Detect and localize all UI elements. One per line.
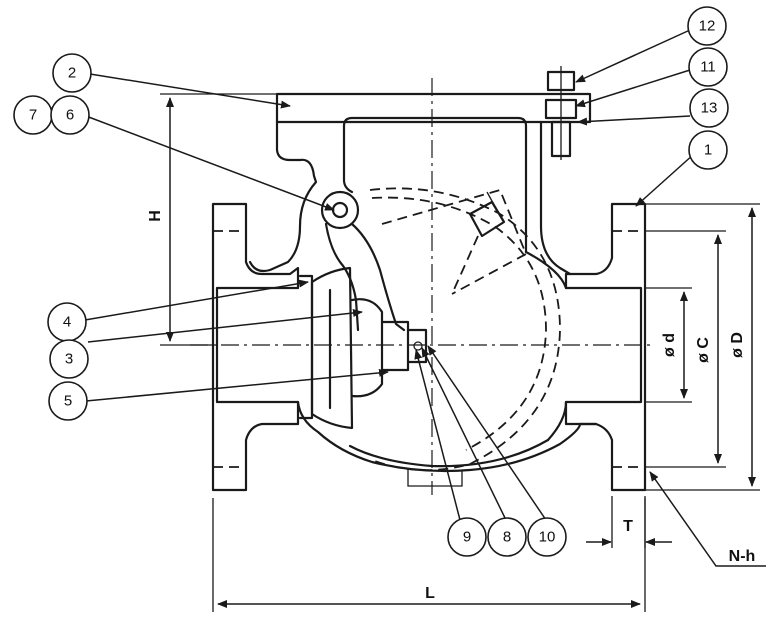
- disc-assembly: [298, 266, 428, 430]
- disc-hub: [350, 298, 384, 398]
- svg-text:5: 5: [64, 393, 72, 410]
- callout-8: 8: [487, 517, 527, 557]
- svg-text:3: 3: [65, 351, 73, 368]
- svg-text:7: 7: [29, 107, 37, 124]
- callout-11: 11: [688, 47, 728, 87]
- callout-5: 5: [48, 381, 88, 421]
- center-lines: [190, 78, 655, 495]
- disc: [310, 266, 354, 430]
- body-inner-top: [342, 116, 528, 254]
- right-flange: [564, 202, 647, 492]
- dim-L-label: L: [425, 585, 435, 602]
- dimension-labels: H L T ø d ø C ø D N-h: [147, 210, 755, 602]
- dim-H-label: H: [147, 210, 164, 222]
- svg-text:6: 6: [66, 107, 74, 124]
- callout-10: 10: [527, 517, 567, 557]
- body-inner-left: [342, 124, 354, 194]
- arm-outer: [324, 222, 360, 332]
- callout-12: 12: [687, 6, 727, 46]
- body-right-inner-low: [546, 400, 568, 442]
- body-neck-left: [248, 120, 318, 273]
- body-lower-inner: [348, 438, 550, 468]
- svg-text:13: 13: [701, 100, 718, 117]
- open-disc-outline: [381, 188, 528, 295]
- svg-text:2: 2: [68, 65, 76, 82]
- svg-text:11: 11: [700, 59, 716, 76]
- body-lower: [296, 400, 598, 473]
- callout-7: 7: [13, 95, 53, 135]
- swing-arc: [369, 187, 561, 472]
- dim-D-label: ø D: [729, 332, 746, 358]
- callout-9: 9: [447, 517, 487, 557]
- svg-text:12: 12: [699, 18, 716, 35]
- valve-body: [211, 92, 647, 492]
- dim-Nh-leader: [649, 471, 766, 567]
- dim-Nh-label: N-h: [729, 548, 756, 565]
- hinge-assembly: [320, 190, 506, 332]
- svg-text:9: 9: [463, 529, 471, 546]
- callout-4: 4: [47, 302, 87, 342]
- svg-text:8: 8: [503, 529, 511, 546]
- bolt-shank: [550, 120, 572, 158]
- swing-arc-inner: [371, 196, 547, 451]
- callout-2: 2: [52, 53, 92, 93]
- callout-1: 1: [688, 130, 728, 170]
- hinge-boss: [320, 190, 360, 230]
- disc-stud: [406, 328, 428, 364]
- bolt-head: [546, 70, 576, 92]
- hinge-pin: [331, 201, 349, 219]
- dim-d-label: ø d: [661, 333, 678, 357]
- svg-text:1: 1: [704, 142, 712, 159]
- disc-swing-path: [369, 187, 561, 472]
- open-arm-bolt: [468, 200, 506, 238]
- dimension-lines: [160, 93, 766, 612]
- dim-C-label: ø C: [695, 337, 712, 363]
- cover-bolt: [544, 66, 578, 160]
- svg-text:10: 10: [539, 529, 556, 546]
- seat-ring: [298, 274, 314, 420]
- callouts: 2 7 6 4 3 5 9 8: [13, 6, 729, 557]
- body-bottom-boss: [407, 468, 463, 487]
- disc-nut: [380, 320, 410, 372]
- bolt-nut: [544, 98, 578, 120]
- callout-leaders: [84, 29, 695, 521]
- callout-13: 13: [689, 88, 729, 128]
- body-neck-right: [539, 120, 572, 276]
- arm: [350, 222, 406, 332]
- body-right-inner: [524, 250, 568, 290]
- callout-3: 3: [49, 339, 89, 379]
- dim-T-label: T: [623, 518, 633, 535]
- svg-text:4: 4: [63, 314, 71, 331]
- callout-6: 6: [50, 95, 90, 135]
- left-flange: [211, 202, 300, 492]
